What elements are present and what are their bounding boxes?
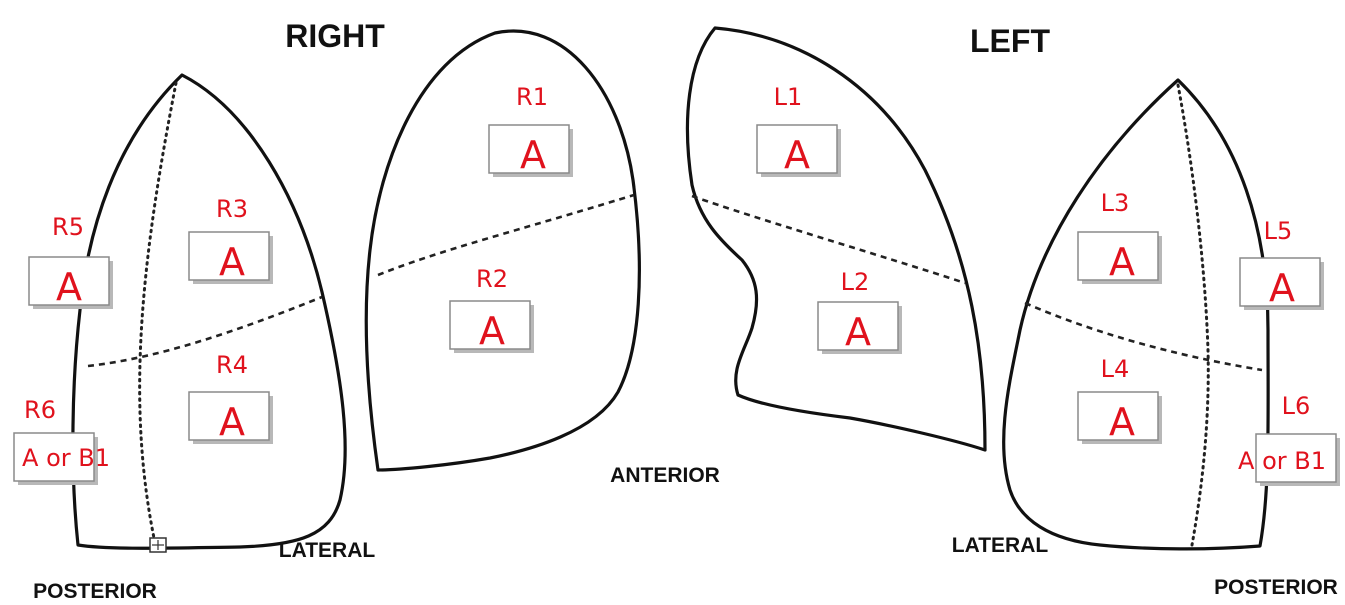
zone-label-l2: L2 xyxy=(841,268,870,296)
zone-box-r1: A xyxy=(489,125,573,177)
zone-label-l4: L4 xyxy=(1101,355,1130,383)
zone-value-l3: A xyxy=(1109,240,1135,284)
left-anterior-fissure xyxy=(692,196,965,283)
zone-label-l3: L3 xyxy=(1101,189,1130,217)
posterior-right-heading: POSTERIOR xyxy=(33,580,157,603)
lateral-right-heading: LATERAL xyxy=(279,539,376,562)
right-lateral-fissure xyxy=(88,297,322,366)
left-lateral-lung xyxy=(1004,80,1269,549)
zone-box-r5: A xyxy=(29,257,113,309)
zone-value-l5: A xyxy=(1269,266,1295,310)
zone-box-r3: A xyxy=(189,232,273,284)
zone-label-l6: L6 xyxy=(1282,392,1311,420)
zone-label-r1: R1 xyxy=(516,83,548,111)
zone-label-r3: R3 xyxy=(216,195,248,223)
zone-value-l4: A xyxy=(1109,400,1135,444)
right-lateral-lung-outline xyxy=(73,75,345,548)
zone-box-r4: A xyxy=(189,392,273,444)
zone-value-r4: A xyxy=(219,400,245,444)
zone-label-r6: R6 xyxy=(24,396,56,424)
left-lateral-dotted-line xyxy=(1178,85,1208,545)
zone-box-l3: A xyxy=(1078,232,1162,284)
right-lateral-dotted-line xyxy=(140,83,176,543)
right-heading: RIGHT xyxy=(285,18,385,54)
right-anterior-fissure xyxy=(378,195,634,275)
zone-box-l6: A or B1 xyxy=(1238,434,1340,486)
zone-label-r4: R4 xyxy=(216,351,248,379)
right-anterior-lung xyxy=(366,31,639,470)
zone-box-l2: A xyxy=(818,302,902,354)
zone-box-l4: A xyxy=(1078,392,1162,444)
zone-label-r5: R5 xyxy=(52,213,84,241)
zone-box-l5: A xyxy=(1240,258,1324,310)
zone-label-l5: L5 xyxy=(1264,217,1293,245)
lateral-left-heading: LATERAL xyxy=(952,534,1049,557)
zone-value-r5: A xyxy=(56,265,82,309)
left-anterior-lung-outline xyxy=(687,28,985,450)
zone-box-r6: A or B1 xyxy=(14,433,110,485)
left-lateral-fissure xyxy=(1025,303,1262,370)
zone-value-r6: A or B1 xyxy=(22,444,110,472)
left-heading: LEFT xyxy=(970,23,1050,59)
zone-value-r1: A xyxy=(520,133,546,177)
left-anterior-lung xyxy=(687,28,985,450)
right-lateral-lung xyxy=(73,75,345,552)
zone-box-l1: A xyxy=(757,125,841,177)
anterior-heading: ANTERIOR xyxy=(610,464,720,487)
posterior-left-heading: POSTERIOR xyxy=(1214,576,1338,599)
zone-value-l2: A xyxy=(845,310,871,354)
zone-value-r2: A xyxy=(479,309,505,353)
zone-value-l6: A or B1 xyxy=(1238,447,1326,475)
zone-value-l1: A xyxy=(784,133,810,177)
zone-value-r3: A xyxy=(219,240,245,284)
left-lateral-lung-outline xyxy=(1004,80,1269,549)
zone-label-r2: R2 xyxy=(476,265,508,293)
right-anterior-lung-outline xyxy=(366,31,639,470)
zone-box-r2: A xyxy=(450,301,534,353)
zone-label-l1: L1 xyxy=(774,83,803,111)
